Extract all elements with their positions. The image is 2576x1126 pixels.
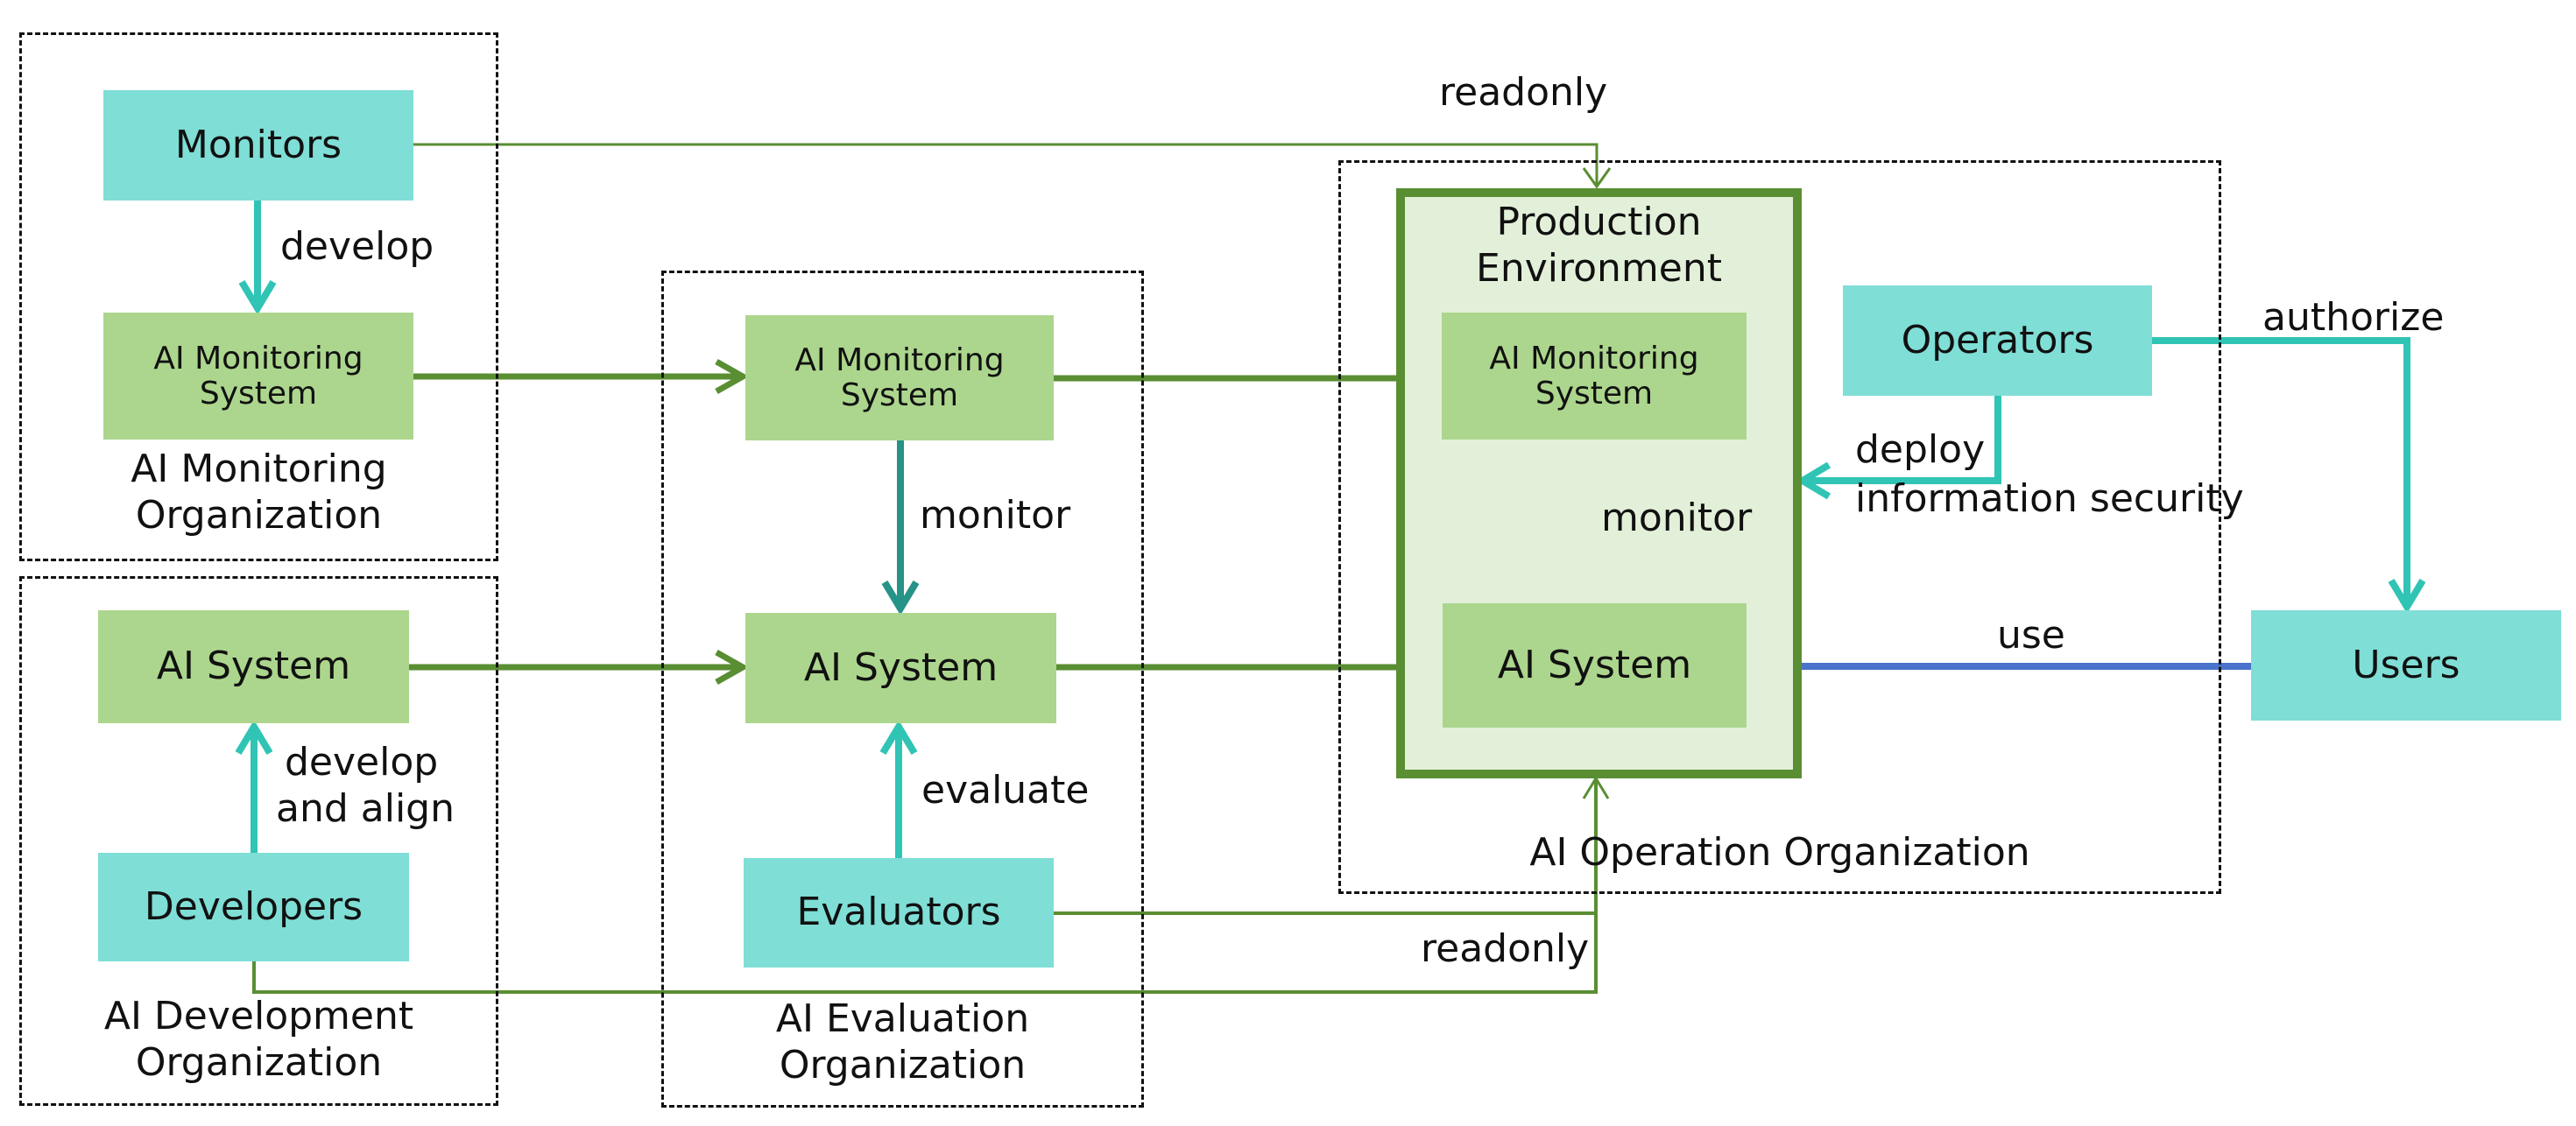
ai-system-node-production[interactable]: AI System bbox=[1443, 603, 1747, 728]
deploy-connector bbox=[1806, 396, 2001, 484]
operation-organization-label: AI Operation Organization bbox=[1529, 830, 2030, 875]
readonly-top-connector bbox=[413, 143, 1599, 186]
evaluators-node[interactable]: Evaluators bbox=[744, 858, 1054, 968]
operators-node[interactable]: Operators bbox=[1843, 285, 2152, 396]
aims-left-label-line1: AI Monitoring bbox=[153, 340, 363, 377]
readonly-bottom-edge-label: readonly bbox=[1421, 926, 1590, 971]
readonly-top-arrowhead bbox=[1582, 167, 1612, 189]
monitor-middle-edge-label: monitor bbox=[920, 493, 1071, 538]
aims-middle-label-line1: AI Monitoring bbox=[794, 341, 1005, 378]
develop-align-line1: develop bbox=[285, 740, 439, 785]
aims-prod-label-line2: System bbox=[1535, 375, 1654, 412]
authorize-arrowhead bbox=[2388, 578, 2426, 614]
developers-label: Developers bbox=[144, 883, 363, 929]
evaluation-org-label-line1: AI Evaluation bbox=[775, 996, 1030, 1041]
evaluation-org-label-line2: Organization bbox=[779, 1042, 1027, 1087]
authorize-connector bbox=[2152, 337, 2410, 604]
information-security-edge-label: information security bbox=[1855, 476, 2244, 521]
deploy-arrowhead bbox=[1796, 461, 1831, 500]
operation-organization bbox=[1338, 160, 2221, 894]
readonly-top-edge-label: readonly bbox=[1439, 70, 1608, 115]
ai-monitoring-system-node-middle[interactable]: AI Monitoring System bbox=[745, 315, 1054, 440]
ai-monitoring-system-node-production[interactable]: AI Monitoring System bbox=[1442, 313, 1747, 440]
use-edge-label: use bbox=[1997, 613, 2065, 658]
aims-left-label-line2: System bbox=[199, 375, 318, 412]
monitor-production-edge-label: monitor bbox=[1601, 496, 1753, 540]
monitors-node[interactable]: Monitors bbox=[103, 90, 413, 201]
develop-edge-label: develop bbox=[280, 224, 434, 269]
ai-system-node-middle[interactable]: AI System bbox=[745, 613, 1056, 723]
monitor-middle-arrowhead bbox=[881, 580, 920, 616]
development-org-label-line2: Organization bbox=[135, 1039, 383, 1085]
evaluation-organization-label: AI Evaluation Organization bbox=[661, 996, 1144, 1089]
monitoring-org-label-line1: AI Monitoring bbox=[131, 447, 387, 491]
monitoring-organization bbox=[19, 32, 498, 561]
development-organization bbox=[19, 576, 498, 1106]
users-label: Users bbox=[2352, 642, 2460, 687]
aims-middle-label-line2: System bbox=[840, 377, 959, 413]
users-node[interactable]: Users bbox=[2251, 610, 2561, 721]
ais-middle-arrowhead bbox=[715, 649, 750, 686]
production-environment-title-line2: Environment bbox=[1476, 245, 1722, 291]
monitors-label: Monitors bbox=[174, 122, 342, 167]
aims-prod-label-line1: AI Monitoring bbox=[1489, 340, 1699, 377]
monitoring-org-label-line2: Organization bbox=[135, 492, 383, 538]
ai-system-left-label: AI System bbox=[156, 644, 351, 689]
deploy-edge-label: deploy bbox=[1855, 427, 1986, 472]
authorize-edge-label: authorize bbox=[2262, 295, 2445, 340]
ai-system-node-left[interactable]: AI System bbox=[98, 610, 409, 723]
evaluate-edge-label: evaluate bbox=[921, 768, 1090, 813]
evaluation-organization bbox=[661, 271, 1144, 1108]
readonly-developers-connector bbox=[252, 778, 1598, 994]
develop-and-align-edge-label: develop and align bbox=[276, 740, 455, 833]
evaluators-label: Evaluators bbox=[796, 890, 1001, 935]
develop-arrowhead bbox=[238, 279, 277, 315]
develop-align-arrowhead bbox=[235, 720, 273, 756]
ai-system-middle-label: AI System bbox=[803, 644, 999, 690]
production-environment-title: Production Environment bbox=[1396, 200, 1802, 292]
ai-system-prod-label: AI System bbox=[1497, 642, 1692, 687]
development-organization-label: AI Development Organization bbox=[19, 994, 498, 1087]
evaluate-arrowhead bbox=[879, 720, 918, 756]
development-org-label-line1: AI Development bbox=[103, 994, 414, 1038]
production-environment-title-line1: Production bbox=[1496, 200, 1702, 244]
develop-align-line2: and align bbox=[276, 785, 455, 831]
operators-label: Operators bbox=[1901, 317, 2094, 362]
ai-monitoring-system-node-left[interactable]: AI Monitoring System bbox=[103, 313, 413, 440]
readonly-bottom-arrowhead bbox=[1582, 776, 1610, 799]
aims-middle-arrowhead bbox=[715, 358, 750, 395]
developers-node[interactable]: Developers bbox=[98, 853, 409, 961]
monitoring-organization-label: AI Monitoring Organization bbox=[19, 447, 498, 539]
